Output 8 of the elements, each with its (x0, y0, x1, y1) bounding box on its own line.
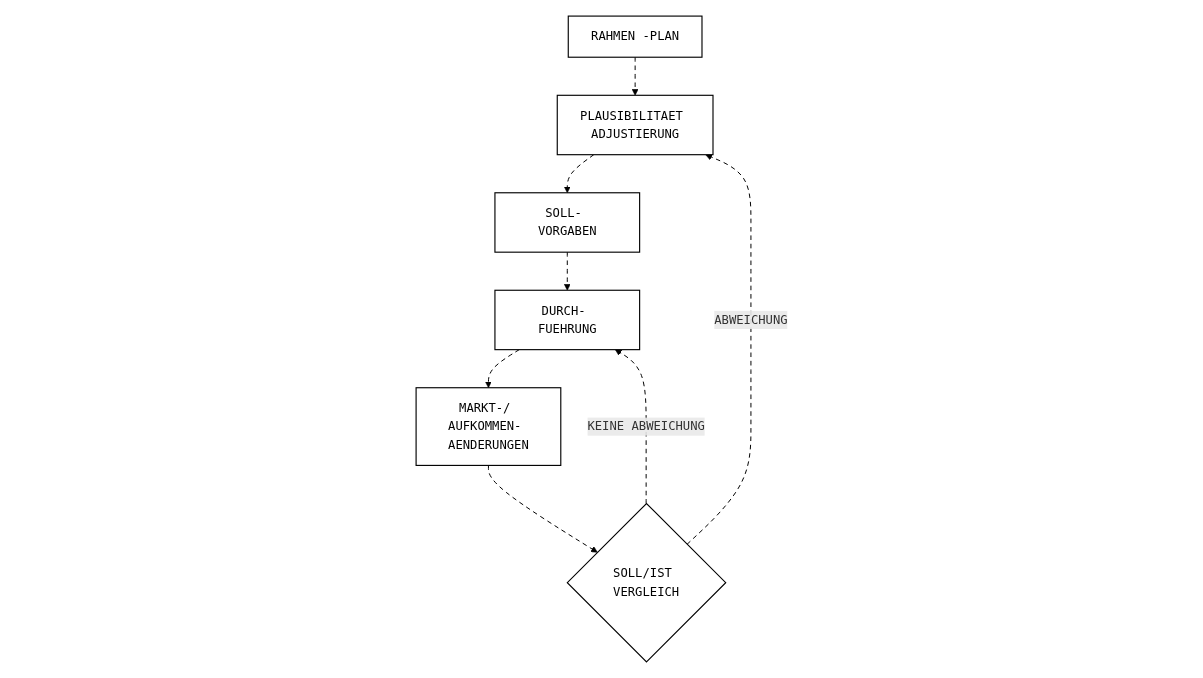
node-box: PLAUSIBILITAET ADJUSTIERUNG (556, 94, 714, 156)
node-diamond: SOLL/IST VERGLEICH (566, 502, 727, 663)
edge-label: KEINE ABWEICHUNG (587, 418, 705, 434)
node-box: RAHMEN -PLAN (567, 15, 703, 58)
edge-label: ABWEICHUNG (713, 312, 788, 327)
node-box: SOLL- VORGABEN (494, 192, 640, 253)
node-box: DURCH- FUEHRUNG (494, 289, 640, 351)
node-box: MARKT-/ AUFKOMMEN- AENDERUNGEN (415, 387, 561, 466)
